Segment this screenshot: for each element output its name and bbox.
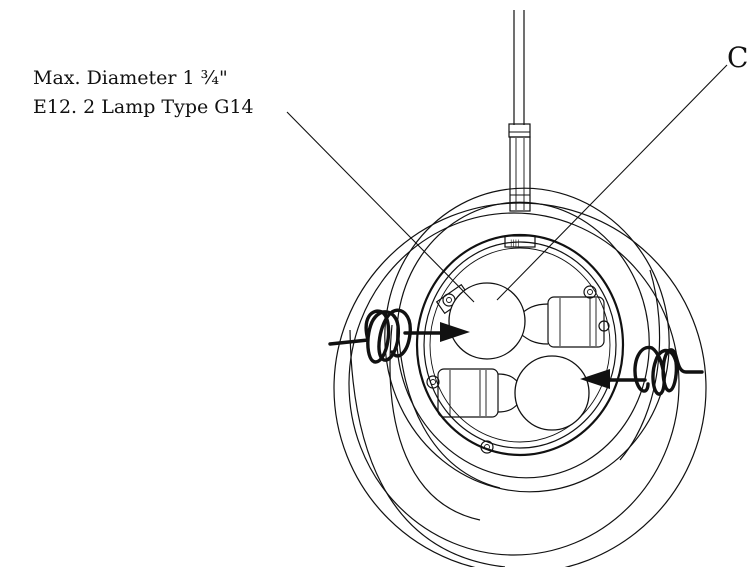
callout-c-leader-line [496, 64, 728, 301]
lower-lamp [437, 355, 590, 431]
suspension-rod [508, 10, 531, 212]
svg-text:||||: |||| [510, 239, 519, 247]
lamp-type-label: E12. 2 Lamp Type G14 [33, 96, 254, 118]
right-coil-arrow [580, 345, 704, 396]
max-diameter-label: Max. Diameter 1 ¾" [33, 67, 228, 89]
diameter-leader-line [286, 111, 475, 303]
middle-ring [384, 187, 670, 493]
inner-housing: |||| [415, 233, 625, 457]
left-coil-arrow [328, 308, 470, 364]
callout-c-label: C [727, 41, 749, 74]
upper-lamp [448, 282, 605, 360]
outer-shade [333, 202, 707, 567]
